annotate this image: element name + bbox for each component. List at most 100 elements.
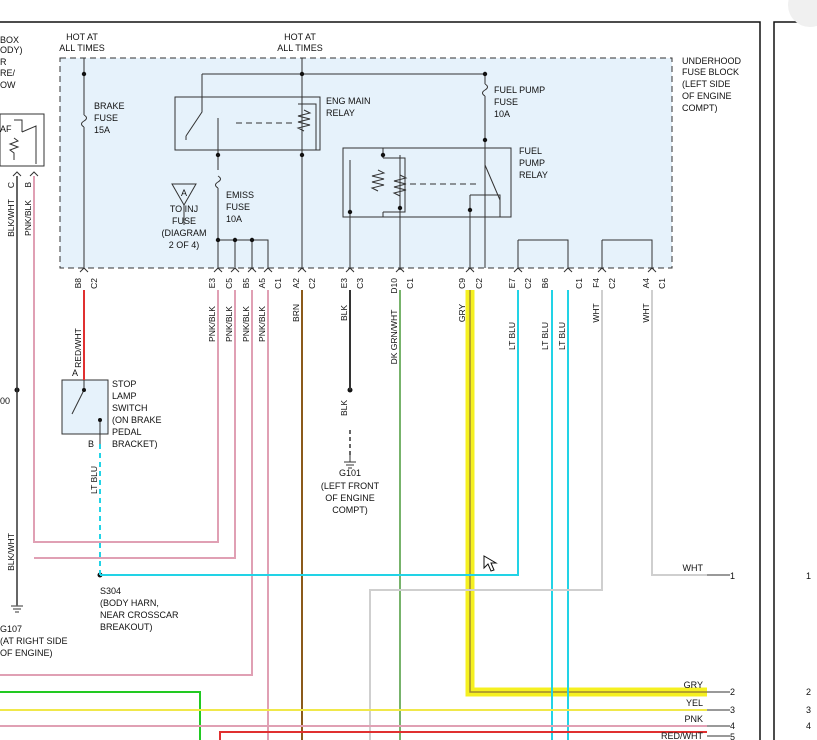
pin-c3: C3 (355, 278, 365, 289)
stop-lamp-line1: STOP (112, 379, 136, 389)
far-num-4: 4 (806, 721, 811, 731)
pin-c2-b: C2 (307, 278, 317, 289)
hot-label-1-line1: HOT AT (66, 32, 98, 42)
wire-red-wht-bottom (219, 731, 707, 740)
eng-main-relay-line2: RELAY (326, 108, 355, 118)
af-resistor-symbol (8, 119, 37, 164)
wire-label-pnk-blk-left: PNK/BLK (23, 200, 33, 236)
wire-label-blk-wht-bottom: BLK/WHT (6, 533, 16, 571)
inj-triangle-letter: A (181, 188, 187, 198)
s304-line1: S304 (100, 586, 121, 596)
pin-c2-a: C2 (89, 278, 99, 289)
right-wire-red-wht: RED/WHT (661, 731, 703, 740)
wire-wht-1 (369, 290, 603, 740)
hand-cursor-icon (483, 555, 498, 572)
switch-contact-dot (98, 418, 102, 422)
wire-gry-highlight (465, 290, 707, 697)
wire-label-lt-blu-1: LT BLU (507, 322, 517, 350)
fuse-block-line3: (LEFT SIDE (682, 79, 730, 89)
s304-line4: BREAKOUT) (100, 622, 153, 632)
right-num-4: 4 (730, 721, 735, 731)
stop-lamp-line3: SWITCH (112, 403, 148, 413)
right-num-5: 5 (730, 732, 735, 740)
to-inj-line2: FUSE (172, 216, 196, 226)
switch-pin-b: B (88, 439, 94, 449)
wire-pnk-blk-2 (34, 290, 236, 559)
pin-c1-d: C1 (657, 278, 667, 289)
pin-c1-c: C1 (574, 278, 584, 289)
underhood-fuse-block (59, 57, 673, 269)
wire-label-blk-ground: BLK (339, 400, 349, 416)
right-num-1: 1 (730, 571, 735, 581)
left-partial-line1: BOX (0, 35, 19, 45)
emiss-fuse-line1: EMISS (226, 190, 254, 200)
g107-line2: (AT RIGHT SIDE (0, 636, 68, 646)
to-inj-line1: TO INJ (170, 204, 198, 214)
wire-label-pnk-blk-2: PNK/BLK (224, 306, 234, 342)
fuse-block-line1: UNDERHOOD (682, 56, 742, 66)
pin-c1-a: C1 (273, 278, 283, 289)
fuse-block-line5: COMPT) (682, 103, 718, 113)
pin-a4: A4 (641, 278, 651, 289)
pin-c1-b: C1 (405, 278, 415, 289)
pin-f4: F4 (591, 278, 601, 288)
stop-lamp-switch[interactable] (61, 379, 109, 435)
wires (0, 176, 730, 740)
pin-b6: B6 (540, 278, 550, 289)
fuse-block-internal-wiring (81, 58, 653, 270)
stop-lamp-line6: BRACKET) (112, 439, 158, 449)
connector-stubs (707, 574, 730, 737)
wire-label-blk-wht-top: BLK/WHT (6, 199, 16, 237)
diagram-frame (0, 21, 761, 740)
right-wire-gry: GRY (684, 680, 703, 690)
right-wire-yel: YEL (686, 698, 703, 708)
corner-decoration (788, 0, 817, 27)
far-num-1: 1 (806, 571, 811, 581)
wire-green (0, 691, 201, 740)
left-partial-line5: OW (0, 80, 16, 90)
wire-wht-2 (651, 290, 707, 576)
far-num-2: 2 (806, 687, 811, 697)
inj-fuse-triangle-icon (171, 183, 197, 207)
left-partial-line4: RE/ (0, 68, 16, 78)
brake-fuse-line2: FUSE (94, 113, 118, 123)
right-num-2: 2 (730, 687, 735, 697)
right-wire-wht: WHT (683, 563, 704, 573)
to-inj-line3: (DIAGRAM (162, 228, 207, 238)
pin-c-left: C (6, 182, 16, 188)
wire-label-lt-blu-3: LT BLU (557, 322, 567, 350)
pin-c2-e: C2 (607, 278, 617, 289)
fuel-pump-relay-line3: RELAY (519, 170, 548, 180)
stop-lamp-line2: LAMP (112, 391, 137, 401)
g101-line4: COMPT) (332, 505, 368, 515)
wire-label-brn: BRN (291, 304, 301, 322)
g101-line3: OF ENGINE (325, 493, 375, 503)
fuel-pump-fuse-line1: FUEL PUMP (494, 85, 545, 95)
hot-label-2-line1: HOT AT (284, 32, 316, 42)
wire-label-red-wht: RED/WHT (73, 328, 83, 368)
wire-label-dk-grn-wht: DK GRN/WHT (389, 310, 399, 365)
partial-00-label: 00 (0, 396, 10, 406)
wire-pnk-blk-3 (0, 290, 253, 676)
fuel-pump-relay-box (342, 147, 512, 218)
pin-c2-c: C2 (474, 278, 484, 289)
fuel-pump-fuse-line2: FUSE (494, 97, 518, 107)
fuel-pump-relay-line1: FUEL (519, 146, 542, 156)
wire-label-wht-2: WHT (641, 303, 651, 322)
wire-label-lt-blu-switch: LT BLU (89, 466, 99, 494)
pin-a5: A5 (257, 278, 267, 289)
fuel-pump-fuse-line3: 10A (494, 109, 510, 119)
far-num-3: 3 (806, 705, 811, 715)
brake-fuse-line1: BRAKE (94, 101, 125, 111)
switch-pivot (82, 388, 86, 392)
wire-lt-blu-1 (100, 290, 519, 576)
s304-line2: (BODY HARN, (100, 598, 159, 608)
s304-line3: NEAR CROSSCAR (100, 610, 179, 620)
g101-line2: (LEFT FRONT (321, 481, 380, 491)
pin-d10: D10 (389, 278, 399, 294)
left-partial-line3: R (0, 57, 7, 67)
pin-e3-b: E3 (339, 278, 349, 289)
wire-label-pnk-blk-4: PNK/BLK (257, 306, 267, 342)
wire-label-gry: GRY (457, 304, 467, 323)
